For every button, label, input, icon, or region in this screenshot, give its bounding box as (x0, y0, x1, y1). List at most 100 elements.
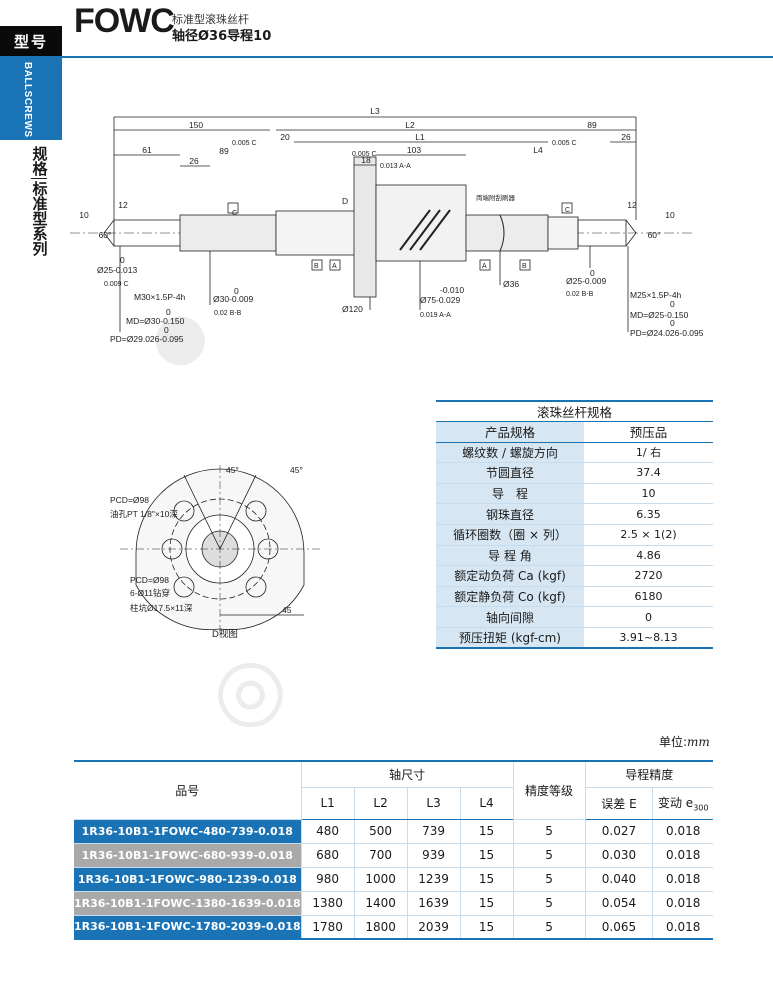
datum-B-right: B (522, 263, 527, 270)
cell-grade: 5 (512, 819, 585, 844)
product-spec: 轴径Ø36导程10 (172, 29, 272, 44)
spec-value: 6180 (584, 586, 713, 608)
spec-value: 6.35 (584, 503, 713, 525)
dim-10-left: 10 (79, 210, 89, 220)
spec-value: 2720 (584, 565, 713, 587)
side-divider (31, 178, 47, 179)
section-tab: 型号 (0, 26, 62, 56)
thread-M30: M30×1.5P-4h (134, 292, 186, 302)
angle-45-left: 45° (226, 465, 239, 475)
tol-0019: 0.019 A-A (420, 312, 451, 319)
cell-L1: 980 (300, 867, 355, 892)
category-tab-label: BALLSCREWS (22, 62, 33, 138)
part-number: 1R36-10B1-1FOWC-1780-2039-0.018 (74, 915, 302, 940)
header-rule (0, 56, 773, 58)
cell-L1: 480 (300, 819, 355, 844)
tol-0005-mid: 0.005 C (352, 151, 377, 158)
cell-grade: 5 (512, 843, 585, 868)
angle-60-right: 60° (648, 230, 661, 240)
dim-L2: L2 (405, 120, 415, 130)
spec-value: 3.91~8.13 (584, 627, 713, 650)
angle-45-right: 45° (290, 465, 303, 475)
angle-60-left: 60° (99, 230, 112, 240)
spec-value: 10 (584, 483, 713, 505)
spec-key: 导 程 (436, 483, 584, 505)
dim-L3: L3 (370, 106, 380, 116)
md30: MD=Ø30-0.150 (126, 316, 185, 326)
unit-label: 单位: (659, 735, 688, 749)
d-view-label: D视图 (212, 628, 238, 640)
spec-key: 预压扭矩 (kgf-cm) (436, 627, 584, 650)
table-row: 1R36-10B1-1FOWC-1380-1639-0.018 1380 140… (74, 891, 713, 916)
phi75: Ø75-0.029 (420, 295, 460, 305)
cell-L2: 1000 (353, 867, 408, 892)
wiper-note: 両端附刮刷器 (476, 193, 516, 202)
cell-error: 0.040 (584, 867, 653, 892)
part-number: 1R36-10B1-1FOWC-680-939-0.018 (74, 843, 302, 868)
ballscrew-drawing: L3 150 L2 89 20 L1 26 61 89 103 L4 26 18… (70, 106, 704, 344)
spec-row: 额定动负荷 Ca (kgf)2720 (436, 565, 713, 587)
product-type: 标准型滚珠丝杆 (172, 13, 249, 26)
hole-spec: 6-Ø11钻穿 (130, 588, 170, 598)
dim-10-right: 10 (665, 210, 675, 220)
cell-error: 0.065 (584, 915, 653, 940)
dim-103: 103 (407, 145, 421, 155)
spec-key: 导 程 角 (436, 545, 584, 567)
dim-L1: L1 (415, 132, 425, 142)
spec-row: 额定静负荷 Co (kgf)6180 (436, 586, 713, 608)
header-L1: L1 (300, 787, 355, 820)
part-number: 1R36-10B1-1FOWC-1380-1639-0.018 (74, 891, 302, 916)
unit-note: 单位:mm (659, 733, 710, 750)
header-L2: L2 (353, 787, 408, 820)
pd29: PD=Ø29.026-0.095 (110, 334, 184, 344)
cell-L3: 1639 (406, 891, 461, 916)
cell-grade: 5 (512, 891, 585, 916)
spec-key: 节圆直径 (436, 462, 584, 484)
spec-key: 额定动负荷 Ca (kgf) (436, 565, 584, 587)
cell-L1: 1380 (300, 891, 355, 916)
model-table: 品号 轴尺寸 精度等级 导程精度 L1 L2 L3 L4 误差 E 变动 e30… (74, 760, 713, 940)
pcd-top: PCD=Ø98 (110, 495, 149, 505)
spec-value: 0 (584, 606, 713, 628)
tol-002-right: 0.02 B-B (566, 291, 594, 298)
cell-L3: 739 (406, 819, 461, 844)
dim-89-left: 89 (219, 146, 229, 156)
cell-variation: 0.018 (652, 867, 713, 892)
cell-variation: 0.018 (652, 891, 713, 916)
cell-L2: 700 (353, 843, 408, 868)
pd24: PD=Ø24.026-0.095 (630, 328, 704, 338)
dim-18: 18 (361, 155, 371, 165)
table-row: 1R36-10B1-1FOWC-980-1239-0.018 980 1000 … (74, 867, 713, 892)
spec-key: 轴向间隙 (436, 606, 584, 628)
spec-row: 循环圈数（圈 × 列）2.5 × 1(2) (436, 524, 713, 546)
table-row: 1R36-10B1-1FOWC-680-939-0.018 680 700 93… (74, 843, 713, 868)
table-row: 1R36-10B1-1FOWC-480-739-0.018 480 500 73… (74, 819, 713, 844)
part-number: 1R36-10B1-1FOWC-980-1239-0.018 (74, 867, 302, 892)
spec-row: 预压扭矩 (kgf-cm)3.91~8.13 (436, 627, 713, 650)
cell-variation: 0.018 (652, 819, 713, 844)
table-row: 1R36-10B1-1FOWC-1780-2039-0.018 1780 180… (74, 915, 713, 940)
side-category-1: 规格 (30, 146, 49, 176)
cell-variation: 0.018 (652, 843, 713, 868)
header-lead-accuracy: 导程精度 (584, 760, 713, 788)
dim-26-right: 26 (621, 132, 631, 142)
header-variation-sub: 300 (693, 803, 709, 813)
cell-grade: 5 (512, 915, 585, 940)
datum-A-left: A (332, 263, 337, 270)
dim-L4: L4 (533, 145, 543, 155)
spec-header-key: 产品规格 (436, 421, 584, 443)
dim-26-left: 26 (189, 156, 199, 166)
cell-error: 0.027 (584, 819, 653, 844)
counterbore-spec: 柱坑Ø17.5×11深 (130, 603, 193, 613)
header-variation-label: 变动 e (657, 795, 694, 810)
cell-L3: 2039 (406, 915, 461, 940)
tol-002-left: 0.02 B-B (214, 310, 242, 317)
cell-L3: 1239 (406, 867, 461, 892)
spec-key: 额定静负荷 Co (kgf) (436, 586, 584, 608)
header-variation: 变动 e300 (652, 787, 713, 820)
cell-L1: 680 (300, 843, 355, 868)
header-grade: 精度等级 (512, 760, 585, 820)
